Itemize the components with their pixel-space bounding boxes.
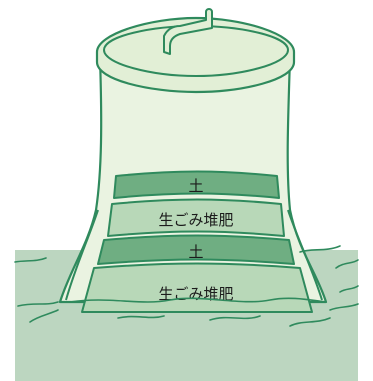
layer-label-compost-top: 生ごみ堆肥	[158, 211, 233, 229]
layer-soil-top	[113, 170, 280, 199]
layer-label-soil-top: 土	[188, 177, 203, 195]
ground-texture	[14, 245, 359, 327]
support-strut-right	[287, 209, 323, 301]
support-strut-left	[65, 209, 99, 301]
layer-compost-bottom	[81, 262, 313, 313]
lid-top	[102, 24, 290, 78]
layer-label-soil-bottom: 土	[188, 243, 203, 261]
layer-soil-bottom	[97, 234, 295, 265]
layer-compost-top	[107, 198, 285, 237]
lid-handle	[163, 8, 213, 55]
